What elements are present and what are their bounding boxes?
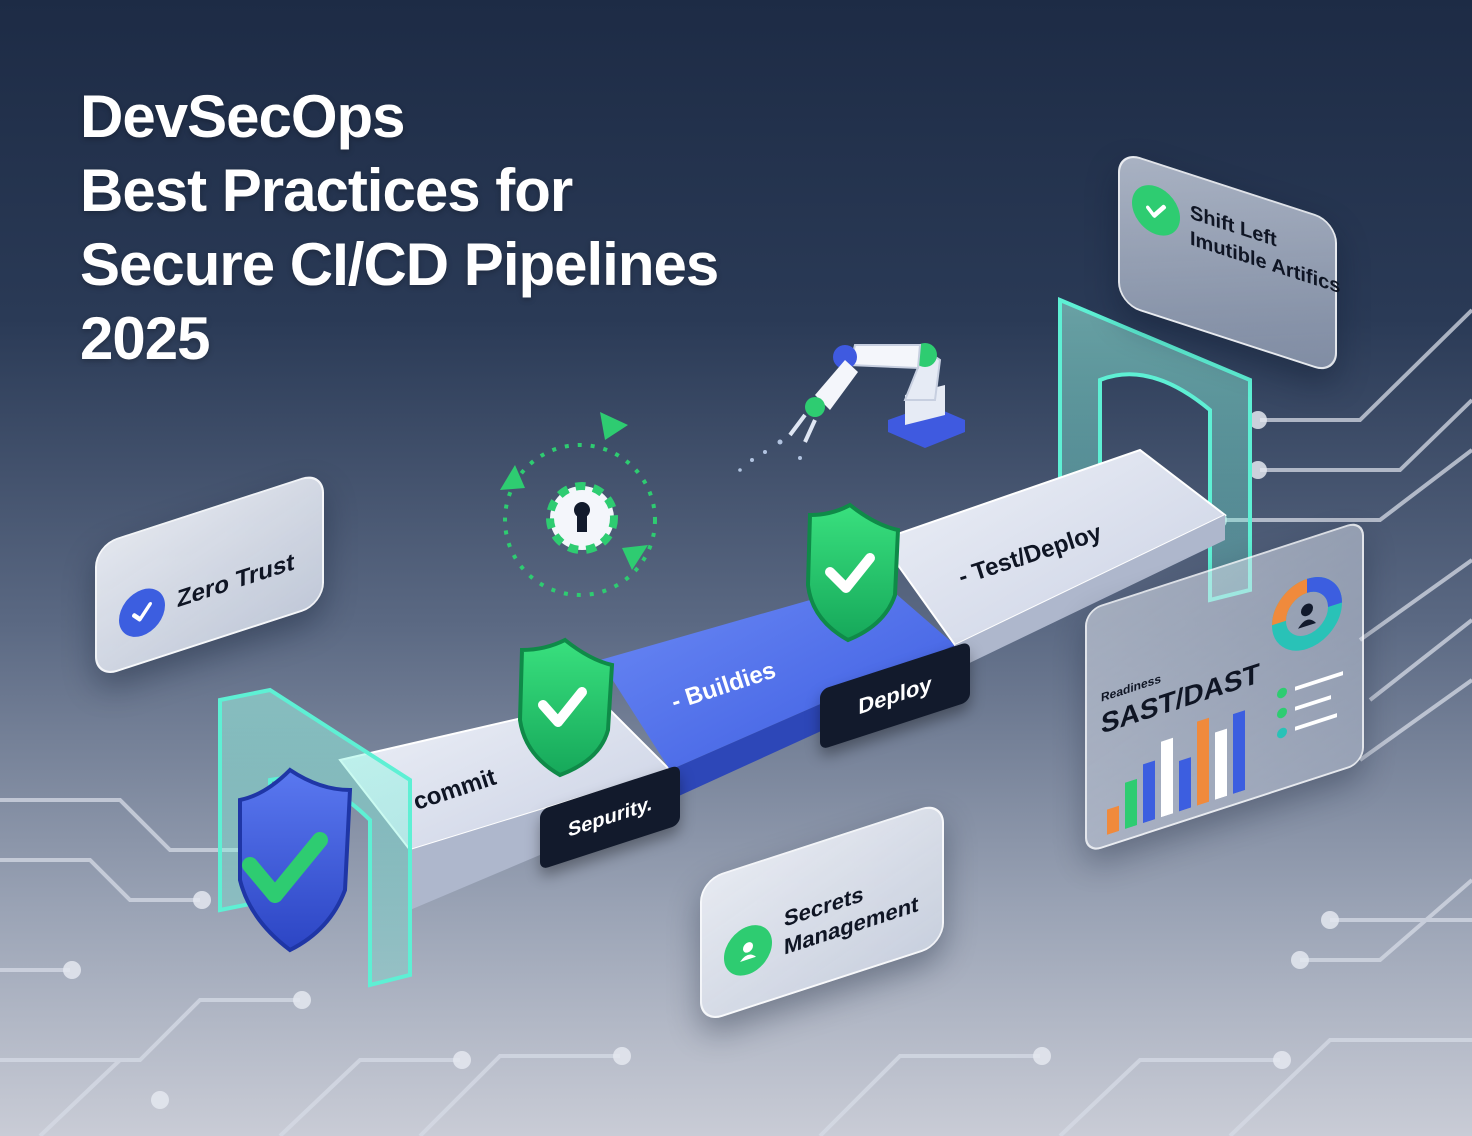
bar <box>1197 717 1209 806</box>
user-lock-icon <box>724 918 772 983</box>
zero-trust-card[interactable]: Zero Trust <box>95 470 324 679</box>
bar <box>1179 757 1191 812</box>
security-stage-label: Sepurity. <box>567 792 653 842</box>
bar <box>1215 728 1227 800</box>
circuit-nodes <box>63 411 1339 1109</box>
shield-check-icon <box>238 767 353 953</box>
bar <box>1233 710 1245 794</box>
circuit-traces <box>0 308 1472 1136</box>
bar <box>1107 805 1119 835</box>
data-particles <box>738 439 802 472</box>
bar <box>1125 778 1137 830</box>
check-badge-icon <box>1132 178 1180 243</box>
legend-list <box>1277 668 1343 740</box>
donut-chart <box>1272 577 1342 651</box>
bar <box>1161 737 1173 818</box>
zero-trust-label: Zero Trust <box>177 548 295 614</box>
gear-lock-icon <box>500 412 657 597</box>
title-line: 2025 <box>80 305 210 372</box>
bar-chart <box>1107 710 1245 835</box>
deploy-stage-label: Deploy <box>858 670 932 720</box>
secrets-management-card[interactable]: Secrets Management <box>700 800 944 1024</box>
page-title: DevSecOps Best Practices for Secure CI/C… <box>80 80 719 376</box>
bar <box>1143 760 1155 824</box>
shift-left-card[interactable]: Shift Left Imutible Artifics <box>1118 150 1340 376</box>
sast-dast-dashboard[interactable]: Readiness SAST/DAST <box>1085 519 1364 854</box>
check-badge-icon <box>119 582 165 644</box>
robot-arm-icon <box>788 343 965 448</box>
title-line: DevSecOps <box>80 83 406 150</box>
shield-check-icon <box>805 502 901 643</box>
shield-check-icon <box>517 637 615 778</box>
title-line: Best Practices for <box>80 157 573 224</box>
title-line: Secure CI/CD Pipelines <box>80 231 719 298</box>
